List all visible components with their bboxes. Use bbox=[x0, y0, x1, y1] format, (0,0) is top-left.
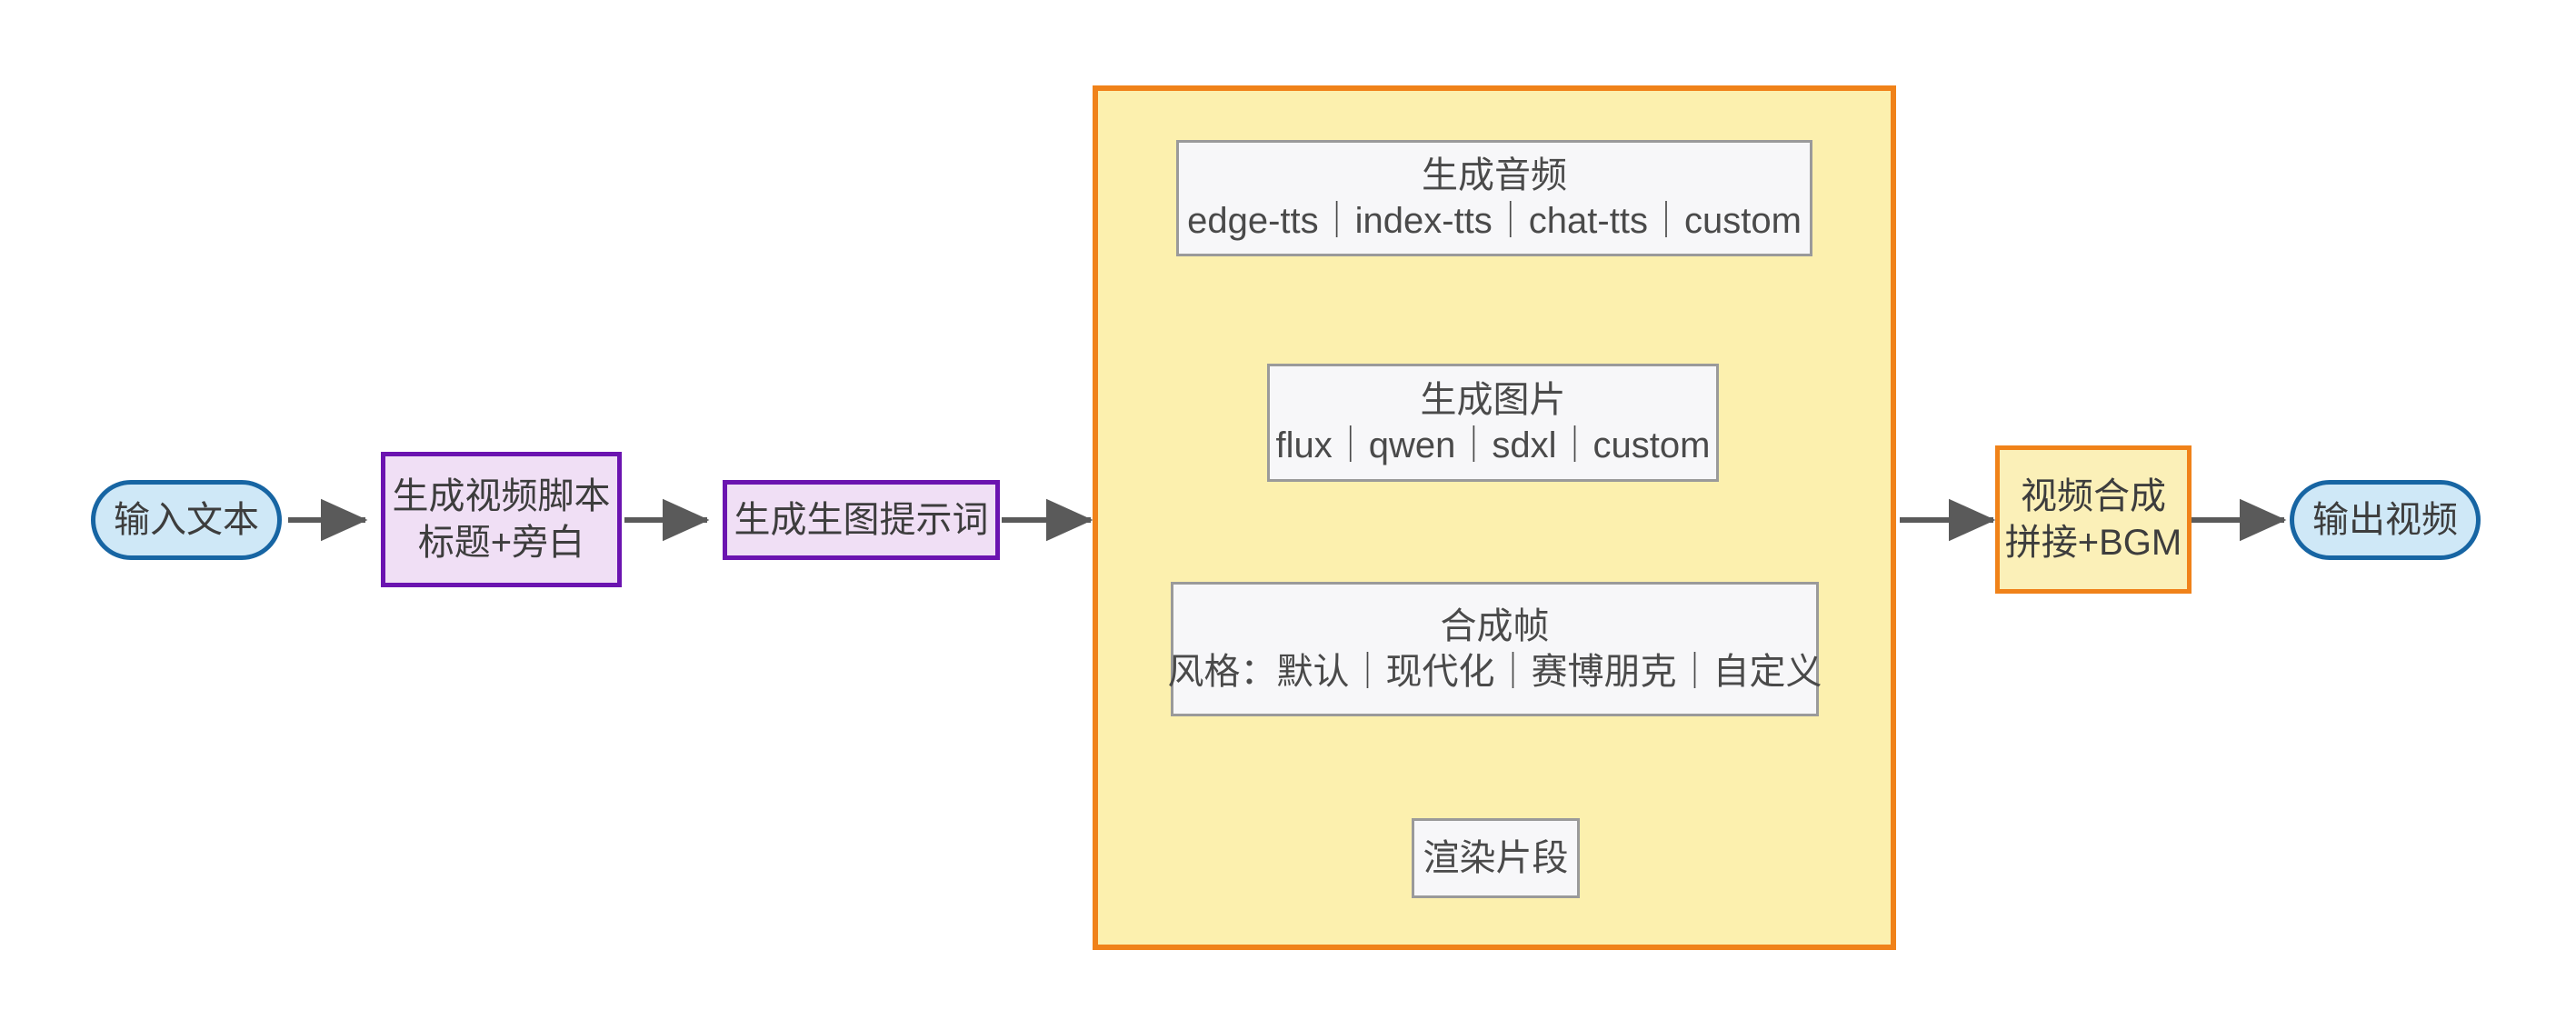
node-compose-frame-line1: 合成帧 bbox=[1440, 605, 1550, 646]
node-generate-audio-line2: edge-tts｜index-tts｜chat-tts｜custom bbox=[1187, 201, 1802, 241]
node-video-compose[interactable]: 视频合成 拼接+BGM bbox=[1995, 445, 2192, 594]
node-generate-prompt[interactable]: 生成生图提示词 bbox=[723, 480, 1000, 560]
node-generate-audio[interactable]: 生成音频 edge-tts｜index-tts｜chat-tts｜custom bbox=[1176, 140, 1812, 256]
node-input-text-label: 输入文本 bbox=[114, 499, 259, 540]
node-generate-audio-line1: 生成音频 bbox=[1422, 155, 1567, 195]
node-compose-frame-line2: 风格：默认｜现代化｜赛博朋克｜自定义 bbox=[1167, 652, 1822, 692]
node-generate-script-line2: 标题+旁白 bbox=[417, 522, 585, 563]
node-generate-script-line1: 生成视频脚本 bbox=[392, 476, 611, 517]
node-video-compose-line1: 视频合成 bbox=[2021, 476, 2166, 517]
node-output-video[interactable]: 输出视频 bbox=[2290, 480, 2481, 560]
node-video-compose-line2: 拼接+BGM bbox=[2004, 522, 2182, 563]
node-generate-prompt-label: 生成生图提示词 bbox=[734, 499, 989, 540]
node-input-text[interactable]: 输入文本 bbox=[91, 480, 282, 560]
node-output-video-label: 输出视频 bbox=[2312, 499, 2458, 540]
node-render-clip[interactable]: 渲染片段 bbox=[1412, 818, 1580, 898]
node-generate-image[interactable]: 生成图片 flux｜qwen｜sdxl｜custom bbox=[1267, 364, 1719, 482]
node-generate-script[interactable]: 生成视频脚本 标题+旁白 bbox=[381, 452, 622, 587]
node-generate-image-line2: flux｜qwen｜sdxl｜custom bbox=[1275, 425, 1711, 465]
node-generate-image-line1: 生成图片 bbox=[1420, 379, 1566, 420]
node-render-clip-label: 渲染片段 bbox=[1423, 837, 1569, 878]
node-compose-frame[interactable]: 合成帧 风格：默认｜现代化｜赛博朋克｜自定义 bbox=[1167, 582, 1822, 716]
